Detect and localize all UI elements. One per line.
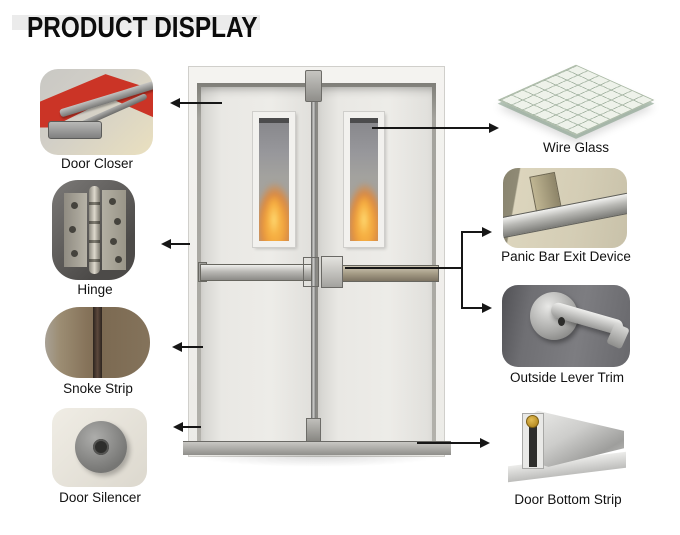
flame-right [350,155,378,241]
door-closer-photo [40,69,153,155]
door-silencer-label: Door Silencer [59,490,141,505]
screw-hole [115,256,122,263]
screw-hole [71,250,78,257]
screw-hole [110,238,117,245]
title-shadow-band [12,15,260,30]
door-closer-label: Door Closer [60,156,134,171]
panic-bar-label: Panic Bar Exit Device [501,249,631,264]
screw-hole [109,198,116,205]
lever-keyhole [558,317,565,326]
page-title: PRODUCT DISPLAY [27,12,258,44]
red-door-frame-shape [40,74,153,128]
arrow-panic-bar-head [482,227,492,237]
strip-seal-slot [529,425,537,467]
arrow-wire-glass-head [489,123,499,133]
outside-lever-photo [502,285,630,367]
strip-brass-screw [526,415,539,428]
door-bottom-strip-label: Door Bottom Strip [514,492,622,507]
bottom-rod-latch [306,418,321,443]
connector-panic-main-line [345,267,463,269]
arrow-hinge-line [170,243,190,245]
smoke-seal-strip [93,307,103,378]
arrow-door-closer-head [170,98,180,108]
screw-hole [69,226,76,233]
top-rod-latch [305,70,322,102]
connector-lever-bottom-line [461,307,482,309]
screw-hole [114,218,121,225]
panic-bar-photo [503,168,627,248]
arrow-hinge-head [161,239,171,249]
panic-center-latch-a [303,257,319,287]
arrow-wire-glass-line [372,127,489,129]
vision-window-right [344,112,384,247]
panic-center-latch-b [321,256,343,288]
door-threshold [183,441,451,455]
hinge-barrel [89,186,100,274]
vision-window-left [253,112,295,247]
flame-left [259,155,289,241]
arrow-snoke-strip-head [172,342,182,352]
door-bottom-strip-photo [508,403,628,488]
snoke-strip-label: Snoke Strip [63,381,133,396]
arrow-door-bottom-line [417,442,480,444]
window-glass-right [350,118,378,241]
hinge-label: Hinge [77,282,113,297]
arrow-outside-lever-head [482,303,492,313]
vertical-rod [311,95,316,425]
panic-bar-left [200,264,312,281]
door-silencer-photo [52,408,147,487]
wire-glass-label: Wire Glass [542,140,610,155]
outside-lever-label: Outside Lever Trim [509,370,625,385]
panic-push-bar [503,189,627,240]
meeting-stile-gap [314,87,318,441]
snoke-strip-photo [45,307,150,378]
floor-shadow [192,455,442,467]
screw-hole [71,202,78,209]
arrow-door-silencer-head [173,422,183,432]
window-glass-left [259,118,289,241]
arrow-door-bottom-head [480,438,490,448]
arrow-snoke-strip-line [181,346,203,348]
silencer-hole [93,439,109,455]
hinge-photo [52,180,135,280]
wire-glass-photo [497,64,655,136]
connector-panic-top-line [461,231,482,233]
connector-panic-vertical-line [461,231,463,309]
arrow-door-closer-line [179,102,222,104]
closer-body [48,121,102,139]
arrow-door-silencer-line [182,426,201,428]
